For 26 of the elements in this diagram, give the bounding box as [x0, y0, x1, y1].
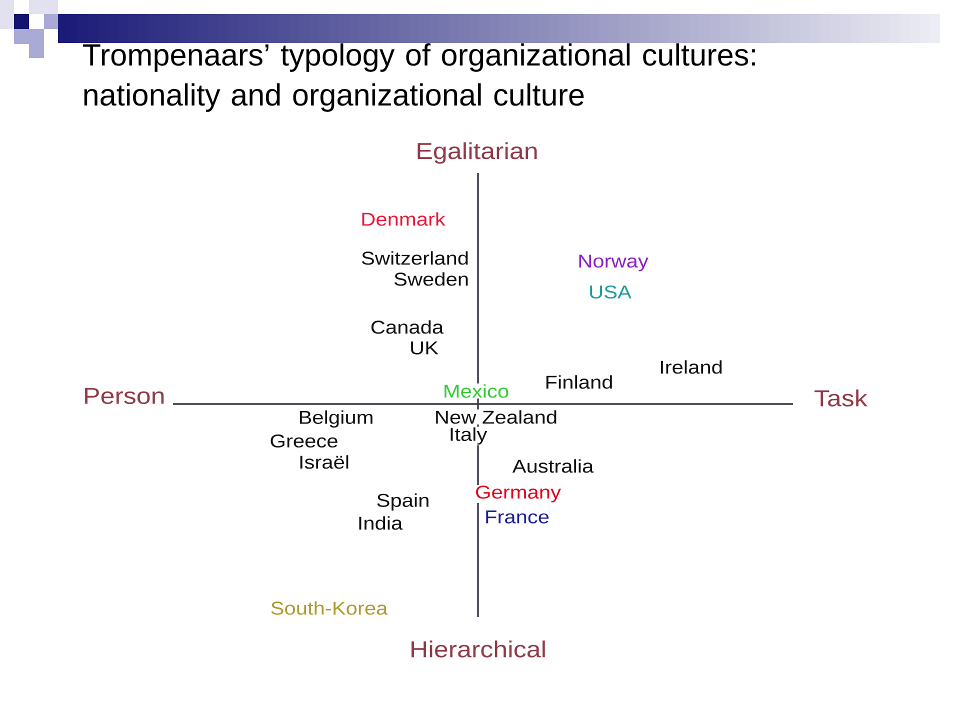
country-label: South-Korea	[270, 600, 388, 616]
country-label: Israël	[298, 454, 350, 470]
country-label: Spain	[376, 492, 430, 512]
country-label: Denmark	[360, 212, 446, 226]
country-label: UK	[408, 340, 440, 356]
country-label: Ireland	[658, 360, 724, 374]
axis-label: Hierarchical	[408, 640, 548, 658]
country-label: Switzerland	[360, 250, 470, 266]
country-label: India	[356, 516, 404, 530]
country-label: Germany	[474, 484, 562, 504]
country-label: Belgium	[298, 410, 374, 428]
axis-label: Task	[813, 388, 868, 408]
country-label: Mexico	[442, 384, 510, 398]
axis-label: Person	[82, 387, 166, 405]
country-label: USA	[588, 284, 632, 300]
country-label: Italy	[448, 426, 488, 446]
country-label: Sweden	[392, 272, 470, 286]
country-label: Norway	[576, 254, 650, 272]
country-label: Finland	[544, 374, 614, 390]
country-label: France	[484, 510, 550, 524]
slide-title: Trompenaars’ typology of organizational cultures: nationality and organizational culture	[82, 43, 755, 112]
country-label: New Zealand	[434, 410, 558, 424]
country-label: Greece	[269, 434, 339, 448]
country-label: Australia	[512, 458, 594, 474]
country-label: Canada	[370, 320, 444, 334]
axis-label: Egalitarian	[414, 142, 540, 164]
